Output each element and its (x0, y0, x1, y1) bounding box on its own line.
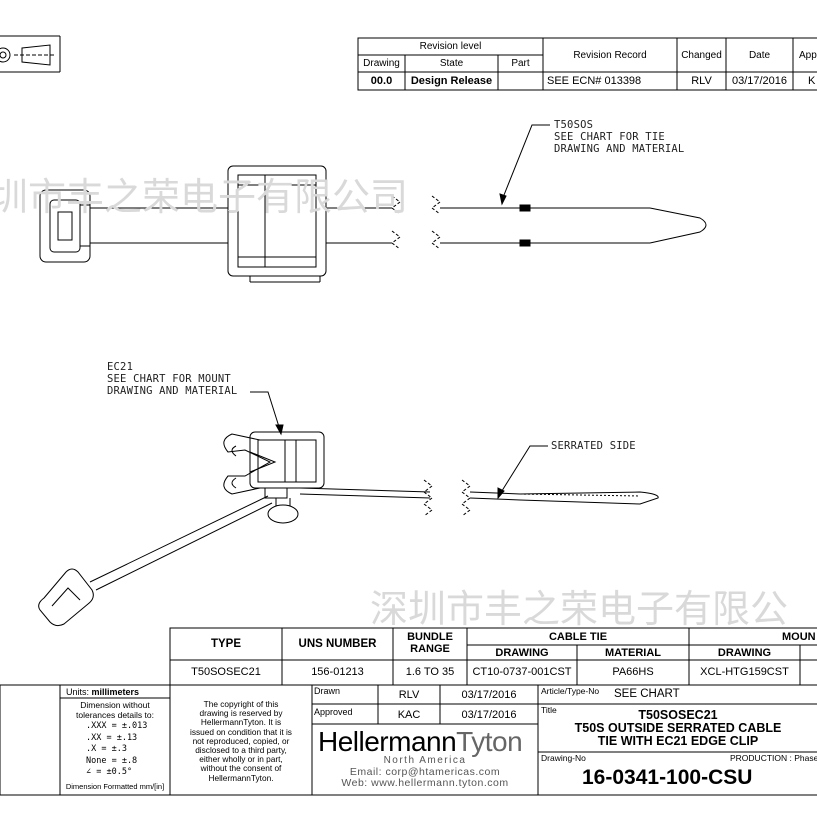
type-value: T50SOSEC21 (191, 666, 261, 678)
drawing-no-label: Drawing-No (541, 753, 586, 763)
region: North America (383, 755, 467, 766)
tolerance-item: ∠ = ±0.5° (86, 767, 133, 777)
revision-drawing-value: 00.0 (370, 75, 393, 87)
revision-part-header: Part (511, 58, 530, 69)
copyright-line: either wholly or in part, (199, 754, 283, 765)
copyright-line: without the consent of (200, 763, 282, 774)
uns-value: 156-01213 (311, 666, 364, 678)
approved-label: Approved (314, 707, 353, 717)
copyright-line: not reproduced, copied, or (192, 735, 290, 746)
revision-changed-header: Changed (681, 50, 722, 61)
revision-state-value: Design Release (410, 75, 493, 87)
copyright-line: disclosed to a third party, (195, 745, 287, 756)
bundle-header: BUNDLE RANGE (407, 631, 453, 655)
tolerance-item: None = ±.8 (86, 755, 138, 766)
title-line: T50SOSEC21 (638, 708, 718, 722)
revision-approved-value: K (808, 75, 816, 87)
article-label: Article/Type-No (541, 686, 600, 696)
cable-tie-header: CABLE TIE (548, 631, 608, 643)
units-label: Units: millimeters (66, 687, 139, 697)
tolerance-item: .X = ±.3 (86, 744, 127, 754)
clip-leaders (250, 391, 548, 500)
drawn-by: RLV (398, 689, 420, 701)
copyright-line: drawing is reserved by (199, 708, 283, 719)
tie-callout-line: DRAWING AND MATERIAL (554, 143, 685, 155)
clip-side-view (38, 431, 659, 627)
brand-accent: Tyton (456, 726, 523, 757)
article-value: SEE CHART (614, 688, 680, 700)
tolerance-intro-line: tolerances details to: (76, 709, 154, 720)
drawn-label: Drawn (314, 686, 341, 696)
mount-callout-line: EC21 (107, 361, 134, 373)
tie-material-value: PA66HS (612, 666, 654, 678)
tie-callout-line: SEE CHART FOR TIE (554, 131, 665, 143)
revision-changed-value: RLV (691, 75, 712, 87)
mount-callout-line: SEE CHART FOR MOUNT (107, 373, 231, 385)
tolerance-item: .XXX = ±.013 (86, 721, 148, 731)
tie-drawing-value: CT10-0737-001CST (472, 666, 572, 678)
title-line: TIE WITH EC21 EDGE CLIP (597, 734, 759, 748)
tolerance-item: .XX = ±.13 (86, 732, 138, 743)
brand-main: Hellermann (318, 726, 457, 757)
mount-header: MOUN (782, 631, 816, 643)
drawn-date: 03/17/2016 (461, 689, 517, 701)
copyright-line: HellermannTyton. It is (200, 717, 282, 728)
tolerance-intro: Dimension without tolerances details to: (60, 700, 170, 720)
tolerance-intro-line: Dimension without (80, 700, 150, 710)
revision-record-value: SEE ECN# 013398 (547, 75, 642, 87)
revision-approved-header: App (799, 50, 817, 61)
revision-date-value: 03/17/2016 (731, 75, 788, 87)
revision-drawing-header: Drawing (363, 58, 400, 69)
copyright-line: issued on condition that it is (190, 726, 292, 737)
email-link[interactable]: Email: corp@htamericas.com (349, 766, 501, 778)
production-label: PRODUCTION : Phase (730, 753, 817, 763)
mount-callout-line: DRAWING AND MATERIAL (107, 385, 238, 397)
approved-by: KAC (397, 709, 421, 721)
revision-level-header: Revision level (419, 41, 482, 52)
copyright-line: HellermannTyton. (208, 772, 274, 783)
mount-drawing-header: DRAWING (717, 647, 772, 659)
tie-top-view (39, 165, 707, 283)
revision-table-grid (357, 37, 817, 91)
tie-callout-line: T50SOS (554, 119, 594, 131)
type-header: TYPE (210, 638, 242, 650)
format-note: Dimension Formatted mm/[in] (65, 782, 165, 791)
tie-callout: T50SOS SEE CHART FOR TIE DRAWING AND MAT… (554, 119, 684, 155)
revision-record-header: Revision Record (573, 50, 647, 61)
uns-header: UNS NUMBER (298, 638, 377, 650)
revision-state-header: State (439, 58, 464, 69)
projection-symbol (0, 35, 61, 73)
title-label: Title (541, 705, 557, 715)
tolerance-list: .XXX = ±.013 .XX = ±.13 .X = ±.3 None = … (86, 721, 147, 779)
serrated-callout: SERRATED SIDE (551, 440, 636, 452)
title-line: T50S OUTSIDE SERRATED CABLE (574, 721, 782, 735)
drawing-number: 16-0341-100-CSU (582, 766, 753, 789)
tie-material-header: MATERIAL (604, 647, 661, 659)
copyright-notice: The copyright of this drawing is reserve… (172, 699, 310, 783)
copyright-line: The copyright of this (203, 699, 279, 709)
units-value: millimeters (91, 687, 140, 697)
revision-date-header: Date (748, 50, 771, 61)
drawing-title: T50SOSEC21 T50S OUTSIDE SERRATED CABLE T… (548, 709, 808, 748)
bundle-value: 1.6 TO 35 (405, 666, 455, 678)
web-link[interactable]: Web: www.hellermann.tyton.com (341, 777, 509, 789)
company-logo: HellermannTyton (318, 726, 523, 758)
approved-date: 03/17/2016 (461, 709, 517, 721)
tie-drawing-header: DRAWING (495, 647, 549, 659)
tie-leader (499, 124, 550, 206)
title-block-grid (0, 684, 817, 796)
mount-callout: EC21 SEE CHART FOR MOUNT DRAWING AND MAT… (107, 361, 237, 397)
units-label-text: Units: (66, 687, 90, 697)
mount-drawing-value: XCL-HTG159CST (700, 666, 789, 678)
